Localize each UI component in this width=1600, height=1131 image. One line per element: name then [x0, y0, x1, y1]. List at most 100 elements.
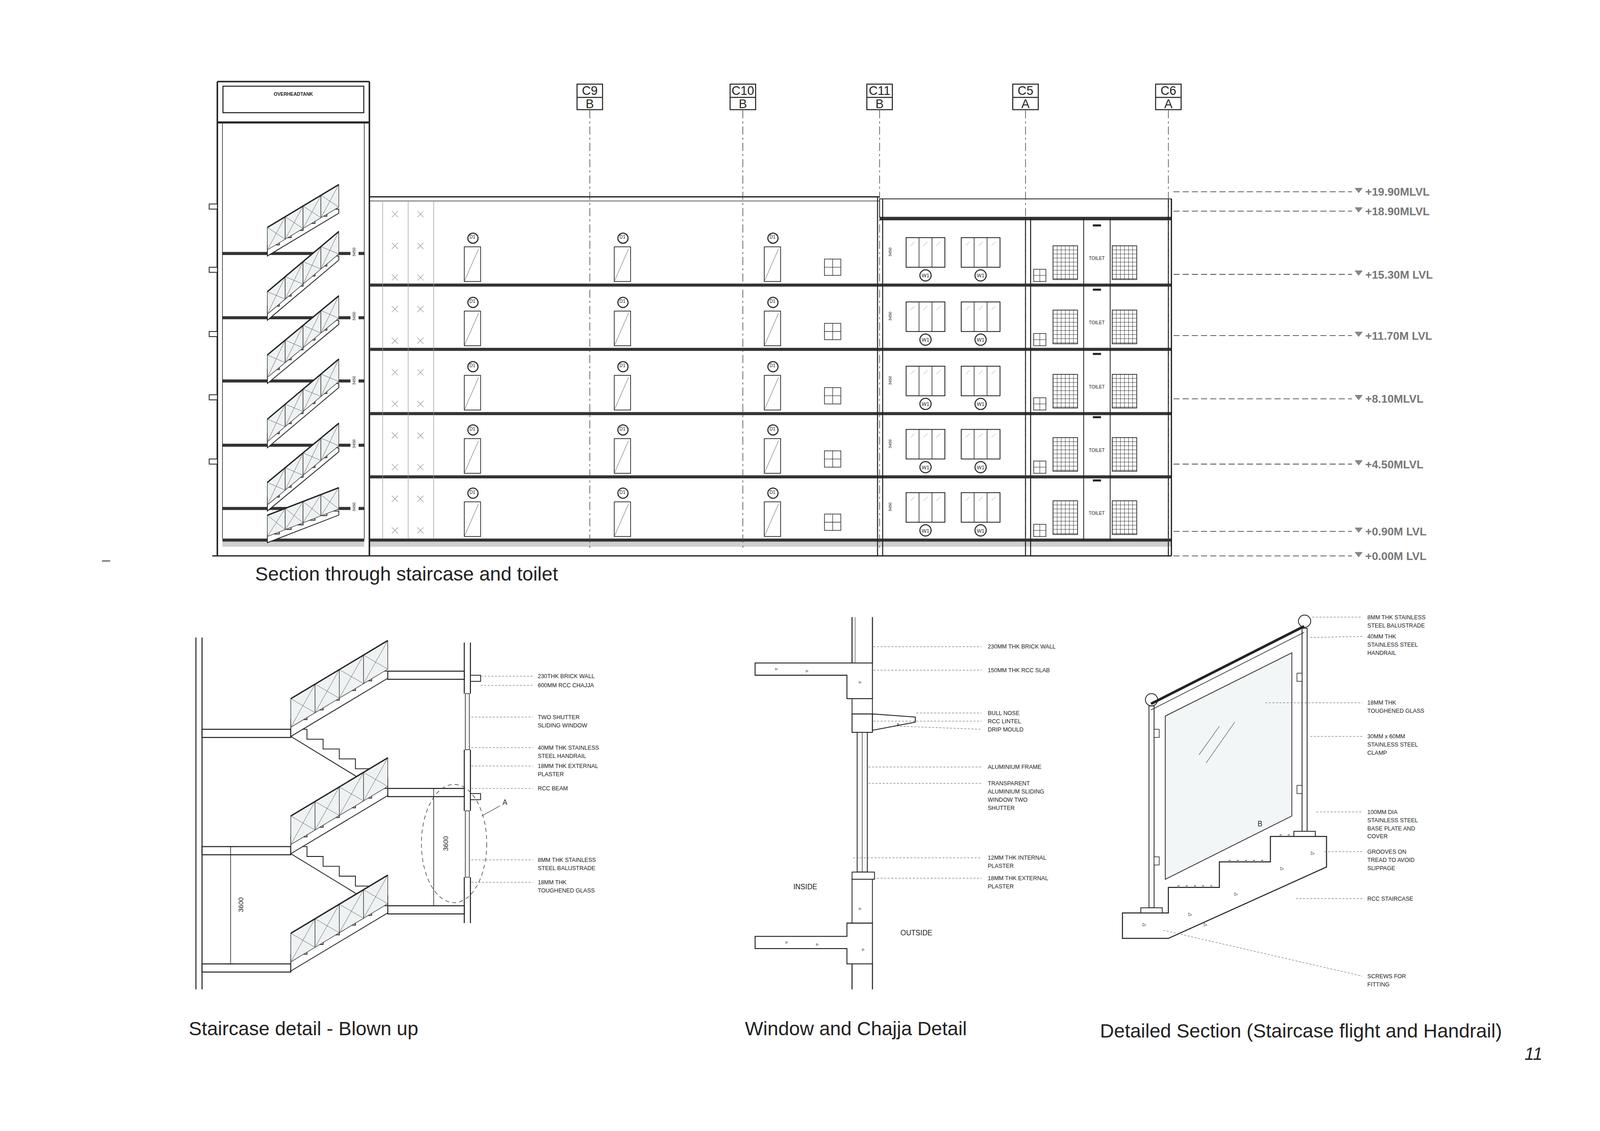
tag-circle: D1 — [466, 296, 479, 308]
ground-line-part — [102, 560, 111, 562]
stair-detail-part — [290, 758, 388, 817]
lobby-glazing-part — [417, 495, 424, 502]
toilet-blocks-part — [1033, 275, 1047, 276]
stair-tower-part — [320, 438, 339, 447]
doors-part — [614, 377, 629, 411]
windows-part — [931, 366, 933, 397]
building-frame-part — [1030, 217, 1032, 557]
ground-line — [102, 542, 1172, 562]
doors-part — [824, 514, 841, 531]
windows-part — [923, 370, 928, 375]
toilet-blocks-part — [1052, 505, 1078, 506]
stair-detail-part — [421, 784, 487, 903]
tag-circle: D1 — [766, 360, 779, 373]
handrail-detail-part — [1177, 885, 1180, 887]
stair-tower-part — [267, 354, 286, 363]
windows-part — [965, 241, 970, 246]
building-frame-part — [369, 538, 1172, 543]
handrail-detail-part — [1236, 860, 1239, 861]
lobby-glazing-part — [417, 274, 424, 281]
tag-circle: D1 — [766, 423, 779, 436]
stair-detail-part — [315, 904, 340, 948]
dimension: 3450 — [349, 311, 359, 321]
stair-detail-part — [339, 787, 364, 802]
toilet-blocks-part — [1112, 334, 1137, 335]
windows-part — [991, 496, 996, 501]
toilet-blocks-part — [1052, 326, 1078, 327]
toilet-blocks-part — [1052, 533, 1078, 534]
stair-detail-part — [315, 904, 340, 948]
tag-label: W1 — [921, 401, 930, 407]
toilet-blocks-part — [1052, 500, 1078, 535]
stair-tower-part — [222, 251, 365, 256]
toilet-blocks-part — [1052, 437, 1078, 472]
window-detail-part — [859, 908, 861, 911]
tag-label: OVERHEADTANK — [273, 92, 313, 97]
drawing-title: Staircase detail - Blown up — [188, 1018, 419, 1041]
stair-detail-part — [202, 729, 292, 738]
tag-label: W1 — [976, 401, 985, 407]
handrail-detail-part — [1188, 913, 1193, 917]
handrail-detail-part — [1202, 885, 1204, 887]
toilet-blocks-part — [1052, 338, 1078, 339]
toilet-blocks-part — [1112, 274, 1137, 275]
window-detail-part — [872, 714, 916, 731]
building-frame-part — [369, 200, 880, 202]
stair-detail-part — [226, 846, 235, 848]
windows-part — [961, 429, 1001, 460]
toilet-blocks-part — [1112, 374, 1137, 409]
stair-tower-part — [267, 184, 339, 228]
tag-label: W1 — [976, 464, 985, 470]
building-frame-part — [369, 412, 1172, 416]
annotation: 8MM THK STAINLESS STEEL BALUSTRADE — [537, 856, 612, 873]
room-label: TOILET — [1088, 510, 1105, 519]
windows-part — [965, 433, 970, 438]
stair-tower-part — [302, 374, 321, 412]
stair-tower-part — [267, 467, 286, 506]
window-detail-part — [859, 681, 861, 684]
doors-part — [614, 311, 631, 346]
doors-part — [614, 440, 629, 474]
toilet-blocks-part — [1052, 374, 1078, 409]
tag-circle: W1 — [974, 524, 987, 537]
toilet-blocks-part — [1052, 378, 1078, 379]
windows-part — [936, 496, 941, 501]
windows-part — [910, 433, 915, 438]
window-detail-part — [873, 646, 982, 648]
stair-tower-part — [285, 325, 303, 363]
handrail-detail-part — [1312, 617, 1363, 618]
toilet-blocks-part — [1092, 416, 1101, 419]
window-detail-part — [755, 663, 873, 699]
toilet-blocks-part — [1112, 406, 1137, 408]
windows-part — [906, 492, 945, 523]
toilet-blocks-part — [1092, 288, 1101, 291]
handrail-detail-part — [1295, 898, 1362, 900]
stair-tower-part — [285, 325, 303, 363]
toilet-blocks-part — [1052, 274, 1078, 275]
toilet-blocks-part — [1112, 310, 1137, 344]
annotation: 18MM THK EXTERNAL PLASTER — [537, 762, 612, 779]
dimension: 3450 — [349, 502, 359, 512]
toilet-blocks-part — [1112, 458, 1137, 459]
stair-tower-part — [302, 261, 321, 270]
toilet-blocks-part — [1052, 330, 1078, 331]
stair-tower-part — [267, 508, 286, 537]
handrail-detail-part — [1193, 885, 1196, 887]
toilet-blocks-part — [1112, 249, 1137, 251]
window-detail-part — [868, 766, 982, 768]
tag-circle: D1 — [466, 360, 479, 373]
doors-part — [764, 440, 779, 474]
handrail-detail-part — [1203, 923, 1208, 927]
window-detail-part — [873, 670, 982, 671]
grid-label: C11 — [867, 84, 892, 98]
grid-label: A — [1164, 97, 1173, 110]
stair-detail-part — [290, 801, 315, 845]
toilet-blocks-part — [1112, 253, 1137, 255]
handrail-detail-part — [1206, 722, 1236, 764]
handrail-detail-part — [1265, 703, 1362, 704]
doors-part — [464, 246, 481, 282]
windows-part — [906, 237, 945, 268]
toilet-blocks-part — [1112, 394, 1137, 396]
doors-part — [824, 323, 841, 340]
window-detail-part — [851, 617, 853, 664]
